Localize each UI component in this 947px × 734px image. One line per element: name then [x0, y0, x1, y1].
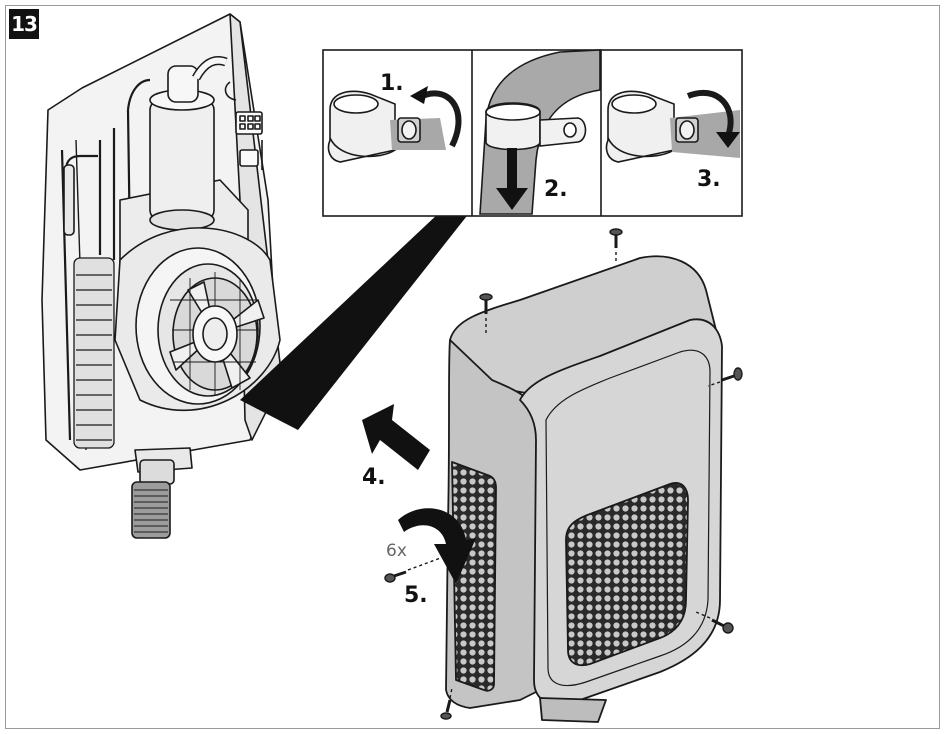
screw-right-upper — [707, 367, 743, 387]
screw-top-right — [609, 228, 623, 262]
electrical-connector — [224, 81, 263, 170]
condensate-drain-hose — [131, 447, 193, 539]
figure-number-badge: 13 — [9, 9, 39, 39]
detail-leader — [240, 212, 470, 430]
step-4-label: 4. — [362, 465, 386, 490]
compressor — [149, 56, 228, 231]
step-5-label: 5. — [404, 583, 428, 608]
front-grille — [565, 482, 689, 667]
screws — [384, 228, 743, 720]
detail-inset: 1. 2. 3. — [322, 49, 743, 217]
refrigerant-pipe — [98, 78, 151, 260]
screw-left — [384, 555, 447, 583]
screw-top-left — [479, 293, 493, 334]
step-3-label: 3. — [697, 167, 721, 192]
step-5-arrow — [398, 508, 476, 584]
screw-right-lower — [695, 611, 734, 634]
step-4-arrow — [362, 404, 430, 470]
heat-pump-unit — [41, 13, 283, 539]
panel-tighten-clamp — [605, 89, 740, 163]
step-1-label: 1. — [380, 71, 404, 96]
figure-border — [5, 5, 940, 729]
evaporator-coil — [73, 257, 115, 449]
fan-assembly — [114, 227, 281, 412]
unit-cover — [445, 255, 723, 723]
side-grille — [451, 461, 497, 692]
step-2-label: 2. — [544, 177, 568, 202]
screw-bottom — [440, 687, 453, 720]
panel-loosen-clamp — [327, 86, 462, 163]
screw-count-label: 6x — [386, 541, 407, 561]
panel-slide-clamp — [479, 49, 601, 215]
